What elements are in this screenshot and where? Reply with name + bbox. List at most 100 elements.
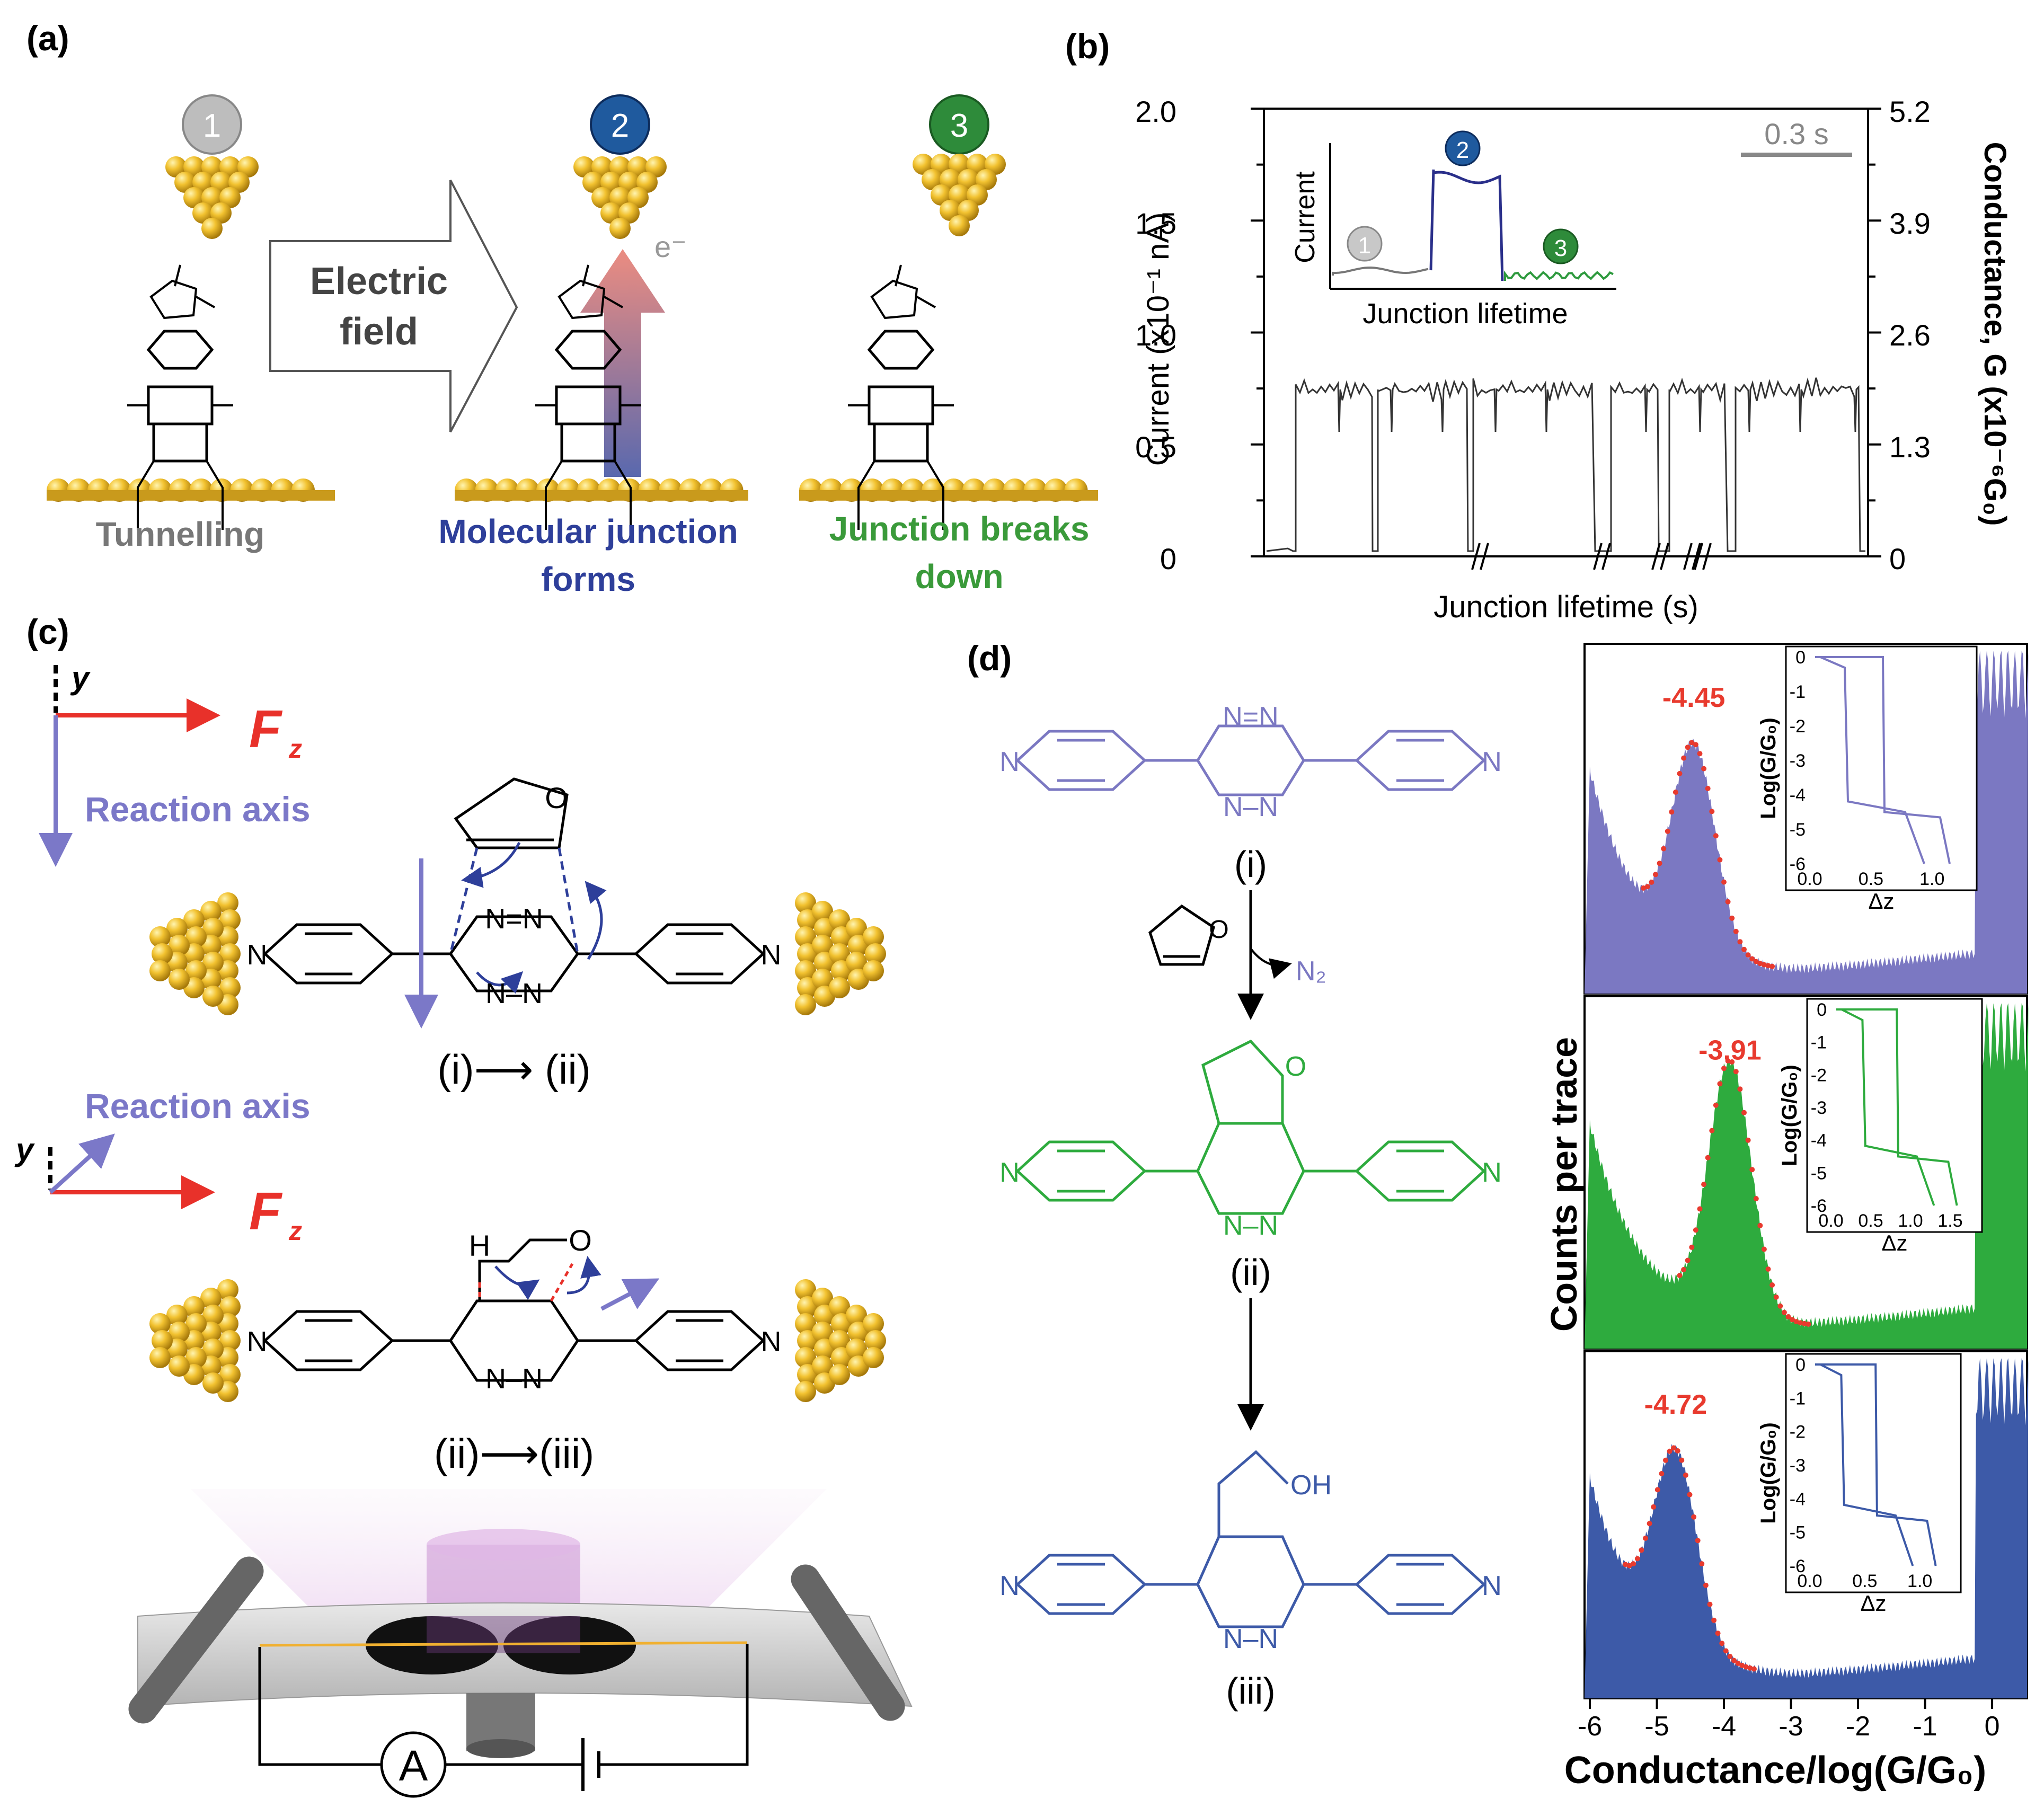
panel-label-a: (a) (26, 19, 69, 58)
arrow-text-line2: field (340, 311, 418, 353)
fit-dot (1647, 1521, 1652, 1527)
inset-curve (1815, 656, 1951, 864)
c1-O: O (545, 781, 568, 814)
molecule-c2 (263, 1238, 765, 1382)
fit-dot (1785, 1314, 1791, 1319)
fit-dot (1715, 1630, 1721, 1636)
fit-dot (1701, 1182, 1707, 1187)
inset-x-tick: 0.0 (1797, 1571, 1822, 1591)
fit-dot (1721, 1066, 1727, 1071)
fit-dot (1657, 861, 1662, 866)
right-tick-3: 1.3 (1889, 430, 1931, 464)
fit-dot (1737, 1086, 1743, 1092)
c1-NN-bottom: N–N (485, 978, 543, 1009)
inset-marker-3: 3 (1554, 235, 1567, 261)
peak-label: -4.45 (1662, 683, 1726, 713)
inset-x-label: Δz (1860, 1591, 1886, 1616)
caption-tunnelling: Tunnelling (96, 515, 265, 553)
molecule-c1 (263, 777, 765, 1029)
scale-bar-label: 0.3 s (1764, 117, 1828, 150)
mol-label-i: (i) (1234, 844, 1267, 885)
fit-dot (1701, 766, 1707, 772)
gold-surface-3 (799, 478, 1098, 502)
fit-dot (1761, 962, 1767, 968)
gold-surface-1 (47, 478, 335, 502)
left-tick-4: 0 (1160, 542, 1176, 575)
d-iii-NN: N–N (1223, 1624, 1278, 1654)
gold-tip-3 (913, 154, 1006, 236)
fit-dot (1671, 1445, 1677, 1451)
fit-dot (1798, 1320, 1803, 1326)
inset-frame (1785, 1353, 1962, 1593)
inset-y-tick: -3 (1811, 1098, 1827, 1118)
inset-x-tick: 1.0 (1898, 1211, 1923, 1231)
d-ii-N-right: N (1482, 1157, 1502, 1188)
inset-y-label: Log(G/G₀) (1757, 1422, 1780, 1523)
d-i-NN-bottom: N–N (1223, 792, 1278, 822)
fit-dot (1639, 1547, 1644, 1553)
n2-label: N₂ (1296, 956, 1326, 987)
fit-dot (1761, 1246, 1767, 1252)
fit-dot (1757, 961, 1763, 967)
fit-dot (1673, 790, 1678, 795)
mol-label-iii: (iii) (1226, 1670, 1275, 1712)
right-tick-4: 0 (1889, 542, 1906, 575)
fit-dot (1713, 1102, 1719, 1108)
fit-dot (1735, 1661, 1741, 1666)
left-tick-1: 1.5 (1135, 207, 1176, 240)
c1-N-right: N (761, 939, 782, 971)
fit-dot (1669, 809, 1675, 815)
fit-dot (1693, 742, 1698, 748)
fit-dot (1661, 846, 1667, 852)
fit-dot (1725, 1058, 1731, 1064)
molecule-d-iii (1015, 1450, 1486, 1628)
fit-dot (1643, 1535, 1648, 1541)
hist-x-tick: -6 (1578, 1711, 1602, 1742)
molecule-d-ii (1015, 1039, 1486, 1215)
gold-cluster-left-2 (149, 1279, 241, 1402)
fit-dot (1723, 1648, 1729, 1654)
fit-dot (1773, 1294, 1779, 1300)
gold-cluster-right-2 (795, 1279, 886, 1402)
c2-NN: N–N (485, 1363, 543, 1395)
fit-dot (1757, 1222, 1763, 1228)
inset-y-tick: -2 (1790, 716, 1806, 737)
inset-y-tick: -1 (1811, 1033, 1827, 1053)
fit-dot (1751, 1666, 1757, 1672)
inset-trace-2 (1429, 169, 1504, 281)
axis-y-1: y (70, 660, 91, 696)
hist-x-tick: -1 (1913, 1711, 1937, 1742)
fit-dot (1781, 1309, 1787, 1315)
caption-junction-forms-1: Molecular junction (438, 512, 738, 551)
fit-dot (1705, 1155, 1711, 1160)
fit-dot (1654, 1487, 1660, 1493)
fit-dot (1649, 879, 1654, 885)
d-iii-N-right: N (1482, 1571, 1502, 1601)
fit-dot (1651, 1504, 1657, 1510)
caption-breaks-1: Junction breaks (829, 510, 1090, 548)
inset-y-tick: -4 (1790, 1489, 1806, 1509)
d-i-N-right: N (1482, 747, 1502, 777)
left-tick-3: 0.5 (1135, 430, 1176, 464)
molecule-d-i (1015, 724, 1486, 796)
fit-dot (1677, 770, 1683, 776)
fit-dot (1727, 1654, 1733, 1659)
peak-label: -3.91 (1698, 1035, 1762, 1066)
fit-dot (1626, 1563, 1632, 1568)
fit-dot (1689, 1244, 1695, 1250)
fit-dot (1679, 1457, 1685, 1463)
fit-dot (1765, 1266, 1771, 1272)
d-i-N-left: N (999, 747, 1020, 777)
inset-y-tick: -3 (1790, 751, 1806, 771)
gold-tip-2 (573, 156, 667, 239)
inset-y-tick: -6 (1811, 1196, 1827, 1216)
inset-y-tick: -5 (1790, 1523, 1806, 1543)
reaction-axis-label-2: Reaction axis (85, 1086, 311, 1126)
inset-curve (1841, 1008, 1935, 1206)
fit-dot (1717, 857, 1723, 863)
molecule-3 (848, 264, 954, 530)
fit-dot (1693, 1227, 1698, 1233)
inset-marker-2: 2 (1456, 137, 1469, 163)
